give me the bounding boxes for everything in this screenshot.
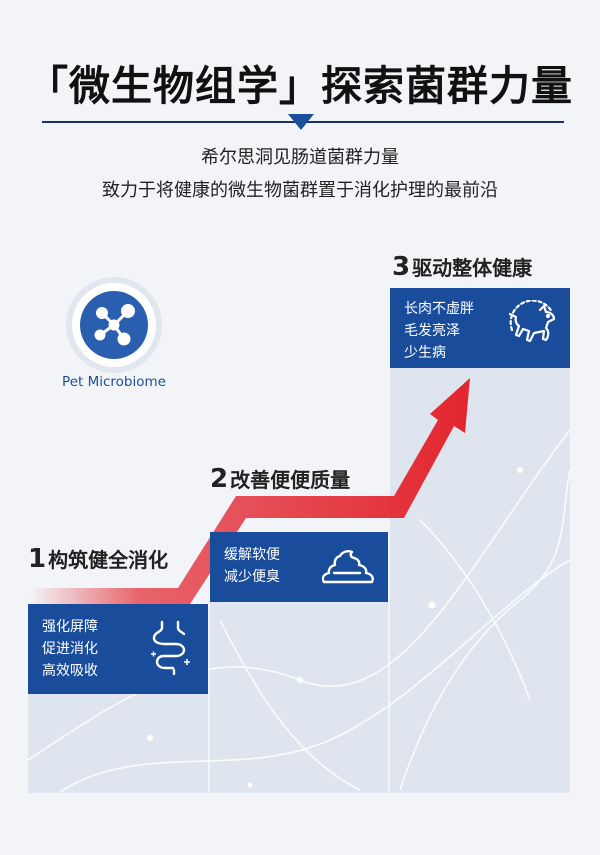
step-1-line-2: 促进消化 [42,641,98,657]
step-1-title-text: 构筑健全消化 [48,548,169,572]
step-2-line-1: 缓解软便 [224,547,280,563]
step-2-title-text: 改善便便质量 [230,468,351,492]
step-3-line-1: 长肉不虚胖 [404,301,474,317]
step-2-card: 缓解软便 减少便臭 [210,532,388,602]
step-1-line-1: 强化屏障 [42,619,98,635]
step-1-line-3: 高效吸收 [42,663,98,679]
dog-icon [508,300,556,343]
logo-label: Pet Microbiome [62,374,166,390]
step-1-card: 强化屏障 促进消化 高效吸收 [28,604,208,694]
step-3-card: 长肉不虚胖 毛发亮泽 少生病 [390,288,570,368]
step-1-number: 1 [28,544,47,574]
intestine-icon [151,620,190,676]
step-3-number: 3 [392,252,411,282]
step-3-line-2: 毛发亮泽 [404,323,460,339]
divider-triangle-icon [288,114,314,130]
page-title: 「微生物组学」探索菌群力量 [27,62,573,110]
step-2-line-2: 减少便臭 [224,569,280,585]
poop-icon [322,550,374,584]
step-3-title-text: 驱动整体健康 [412,256,533,280]
step-3-pillar [390,288,570,793]
subtitle-line-1: 希尔思洞见肠道菌群力量 [201,147,399,168]
microbiome-molecule-icon [80,291,148,359]
step-2-number: 2 [210,464,229,494]
subtitle-line-2: 致力于将健康的微生物菌群置于消化护理的最前沿 [102,180,498,201]
step-3-line-3: 少生病 [404,345,446,361]
pet-microbiome-logo [72,283,156,367]
